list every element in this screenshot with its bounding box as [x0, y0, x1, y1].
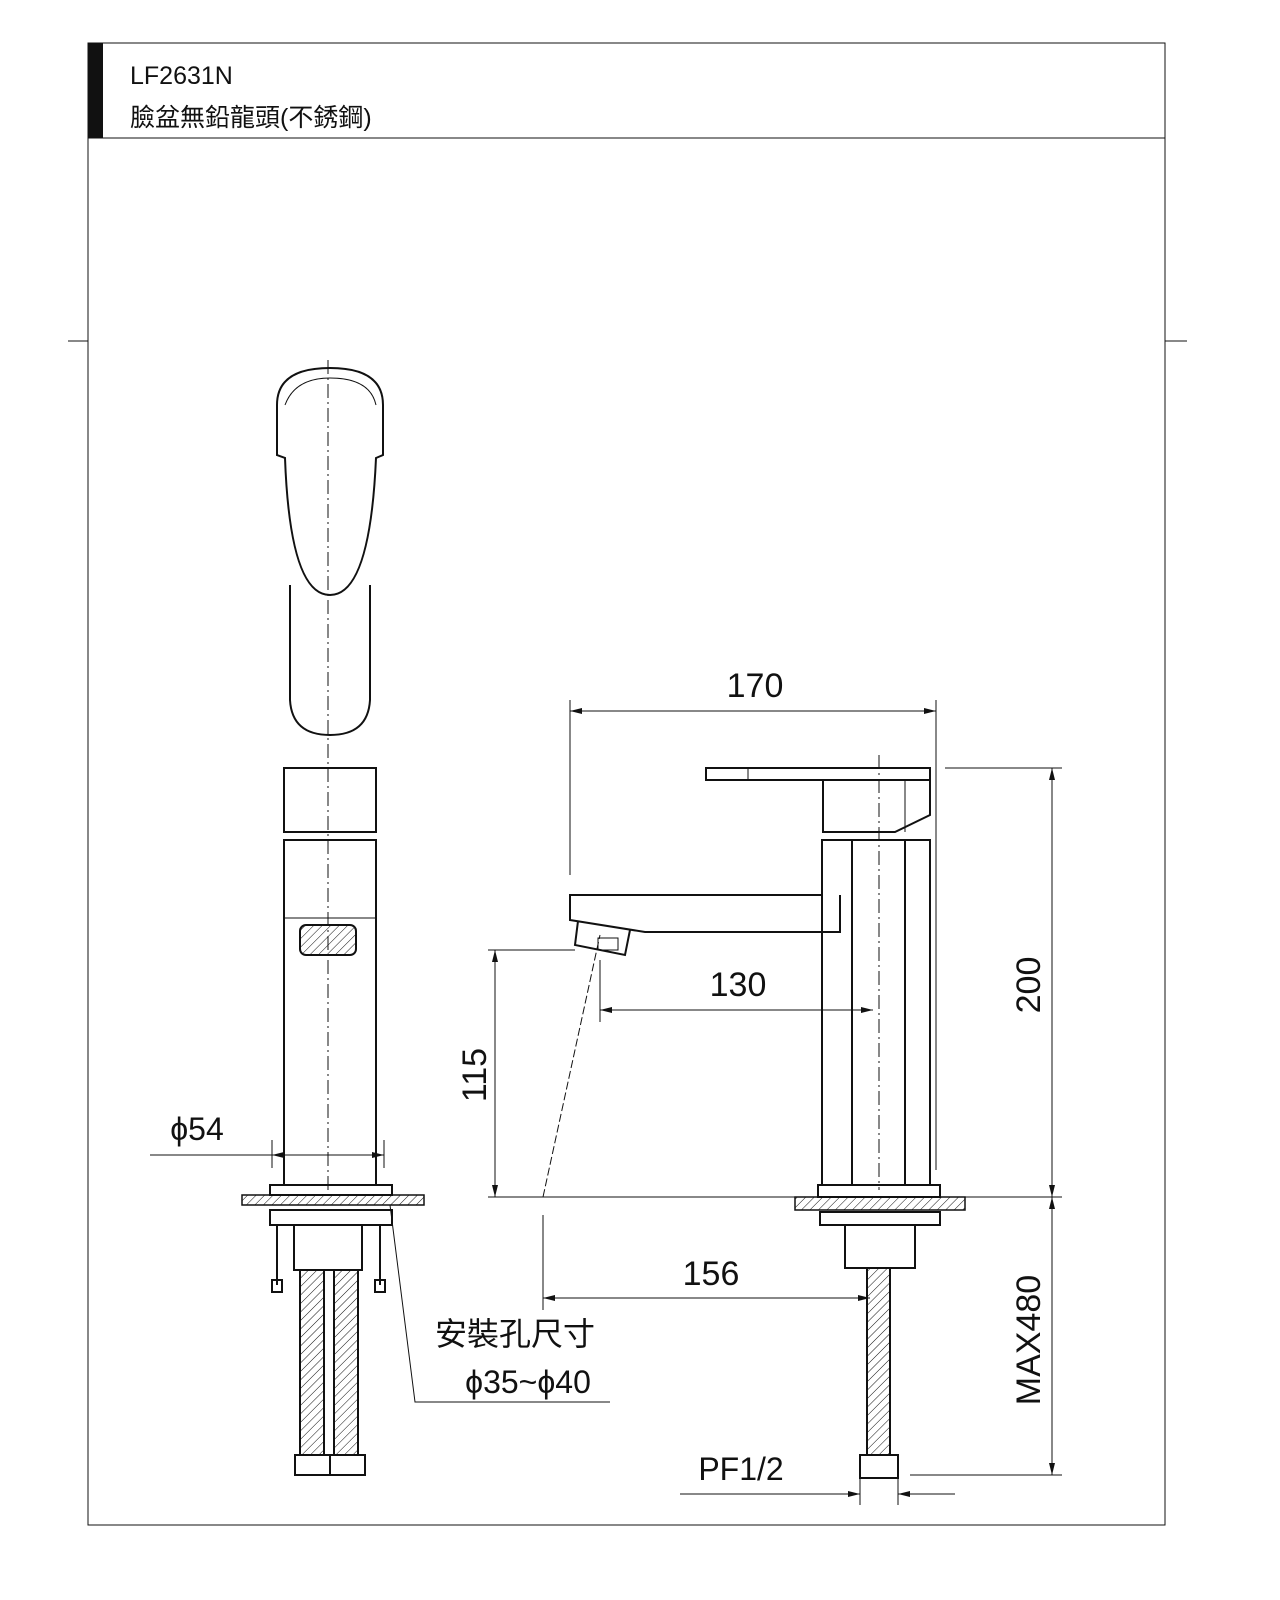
- front-view: [241, 360, 425, 1476]
- hole-size: ϕ35~ϕ40: [465, 1364, 591, 1400]
- dim-170: 170: [727, 667, 784, 705]
- dim-130: 130: [710, 966, 767, 1004]
- dim-pf12: PF1/2: [698, 1451, 783, 1487]
- header-model: LF2631N: [130, 62, 233, 90]
- header-description: 臉盆無鉛龍頭(不銹鋼): [130, 104, 372, 132]
- dim-156: 156: [683, 1255, 740, 1293]
- dim-200: 200: [1010, 957, 1048, 1014]
- dim-115: 115: [456, 1048, 494, 1102]
- dim-max480: MAX480: [1010, 1275, 1048, 1405]
- dim-phi54: ϕ54: [170, 1111, 224, 1147]
- dimension-lines: [150, 700, 1062, 1505]
- side-view: [488, 755, 1062, 1479]
- hole-label: 安裝孔尺寸: [435, 1316, 595, 1352]
- drawing-frame: [68, 42, 1187, 1526]
